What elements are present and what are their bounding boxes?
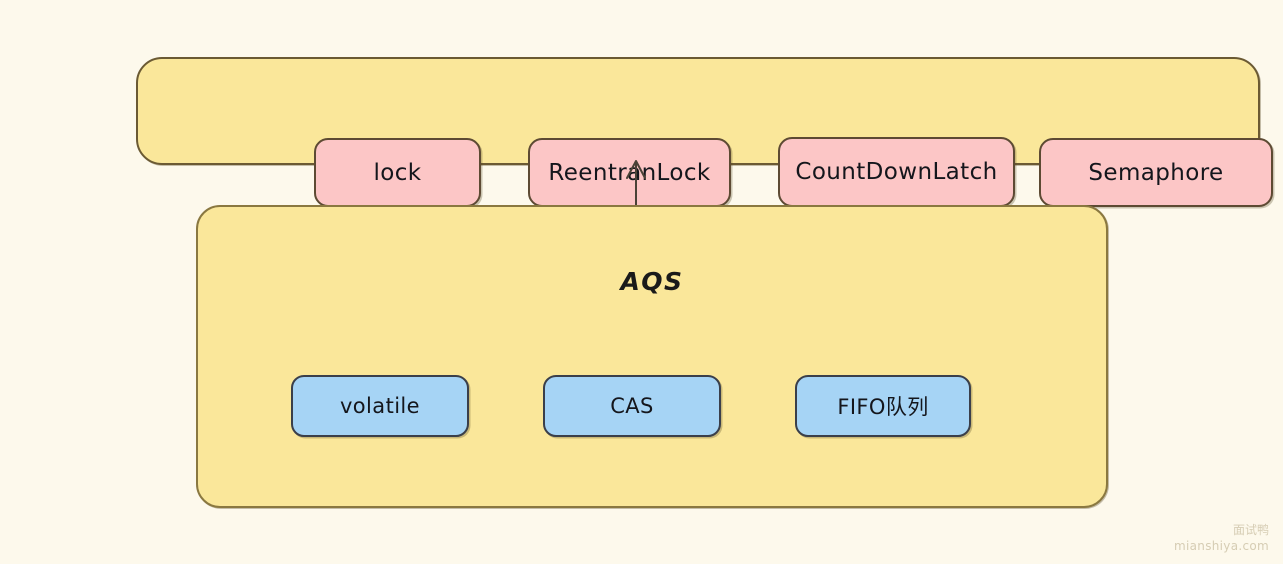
node-reentranlock[interactable]: ReentranLock (528, 138, 731, 207)
watermark-cn: 面试鸭 (1232, 522, 1269, 537)
node-volatile-label: volatile (339, 394, 420, 418)
node-semaphore[interactable]: Semaphore (1039, 138, 1273, 207)
node-lock[interactable]: lock (314, 138, 481, 207)
watermark: 面试鸭 mianshiya.com (1174, 522, 1269, 554)
aqs-title: AQS (620, 267, 684, 296)
node-semaphore-label: Semaphore (1088, 159, 1224, 186)
node-cas[interactable]: CAS (543, 375, 721, 437)
aqs-panel (196, 205, 1108, 508)
node-countdownlatch-label: CountDownLatch (795, 159, 998, 185)
node-fifo-queue[interactable]: FIFO队列 (795, 375, 971, 437)
node-fifo-queue-label: FIFO队列 (837, 395, 929, 419)
watermark-en: mianshiya.com (1174, 538, 1269, 553)
node-countdownlatch[interactable]: CountDownLatch (778, 137, 1015, 207)
node-cas-label: CAS (610, 394, 654, 418)
node-volatile[interactable]: volatile (291, 375, 469, 437)
implementations-panel: lock ReentranLock CountDownLatch Semapho… (136, 57, 1273, 207)
aqs-to-implementations-arrow (626, 160, 646, 208)
node-lock-label: lock (373, 159, 422, 186)
